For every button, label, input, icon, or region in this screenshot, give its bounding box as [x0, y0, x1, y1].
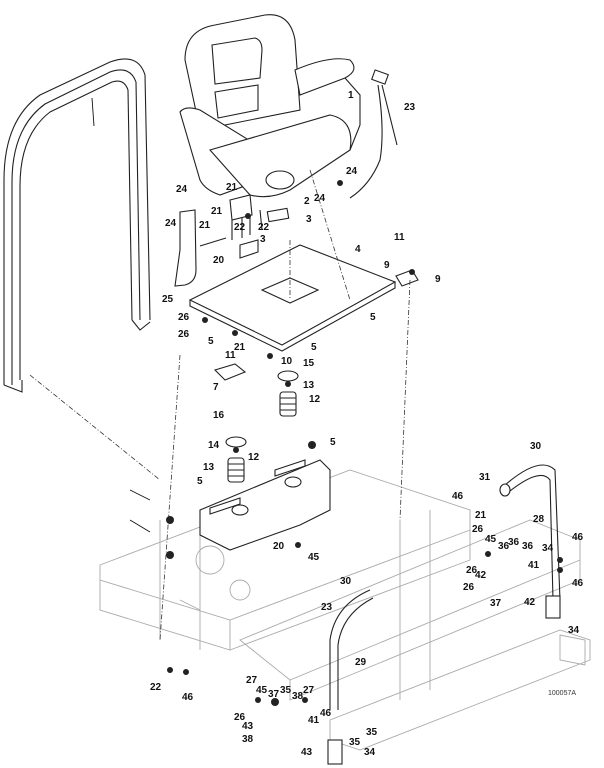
callout-28b: 30: [340, 576, 352, 587]
callout-26b: 26: [472, 524, 484, 535]
callout-5d: 5: [330, 437, 336, 448]
callout-21b: 21: [475, 510, 487, 521]
callout-21c: 22: [150, 682, 162, 693]
callout-24: 24: [314, 193, 326, 204]
callout-6: 7: [213, 382, 219, 393]
callout-7: 9: [435, 274, 441, 285]
figure-reference-number: 100057A: [548, 690, 576, 697]
callout-35b: 41: [308, 715, 320, 726]
callout-17: 21: [199, 220, 211, 231]
callout-35: 41: [528, 560, 540, 571]
callout-9b: 11: [225, 350, 236, 361]
callout-10: 12: [248, 452, 260, 463]
callout-34c: 37: [490, 598, 502, 609]
lap-bar-right: [499, 464, 561, 619]
callout-8b: 10: [281, 356, 293, 367]
springs: [225, 370, 299, 483]
callout-16: 21: [226, 182, 238, 193]
callout-20b: 23: [321, 602, 333, 613]
callout-29: 31: [479, 472, 491, 483]
callout-22b: 24: [176, 184, 188, 195]
callout-39: 46: [182, 692, 194, 703]
callout-31b: 35: [366, 727, 378, 738]
callout-34f: 38: [242, 734, 254, 745]
callout-38: 45: [308, 552, 320, 563]
callout-24b: 25: [162, 294, 174, 305]
callout-31c: 35: [349, 737, 361, 748]
callout-8: 9: [384, 260, 390, 271]
callout-26: 26: [178, 329, 190, 340]
callout-20: 22: [234, 222, 246, 233]
callout-12: 15: [303, 358, 315, 369]
callout-5b: 5: [208, 336, 214, 347]
callout-30: 34: [568, 625, 580, 636]
callout-5: 5: [370, 312, 376, 323]
callout-38c: 46: [572, 578, 584, 589]
callout-11: 12: [309, 394, 321, 405]
callout-21: 21: [234, 342, 246, 353]
callout-13: 13: [303, 380, 315, 391]
callout-3b: 3: [260, 234, 266, 245]
callout-30b: 34: [364, 747, 376, 758]
seat-belt-left: [174, 209, 197, 287]
callout-27: 28: [533, 514, 545, 525]
callout-34e: 38: [292, 691, 304, 702]
callout-26c: 26: [463, 582, 475, 593]
callout-18: 21: [211, 206, 223, 217]
callout-33: 36: [508, 537, 520, 548]
callout-22: 23: [404, 102, 416, 113]
callout-37b: 45: [256, 685, 268, 696]
callout-1: 1: [348, 90, 354, 101]
callout-34d: 37: [268, 689, 280, 700]
seat-mount-pan: [29, 279, 411, 641]
callout-19: 22: [258, 222, 270, 233]
callout-12b: 16: [213, 410, 225, 421]
callout-27b: 29: [355, 657, 367, 668]
callout-25: 26: [178, 312, 190, 323]
seat-plate: [188, 169, 397, 352]
lap-bar-left: [327, 589, 374, 765]
callout-31: 34: [542, 543, 554, 554]
callout-13b: 14: [208, 440, 220, 451]
callout-3: 3: [306, 214, 312, 225]
callout-14: 20: [273, 541, 285, 552]
callout-15: 20: [213, 255, 225, 266]
callout-5e: 5: [197, 476, 203, 487]
callout-40: 46: [452, 491, 464, 502]
callout-37: 45: [485, 534, 497, 545]
hardware-markers: [129, 180, 563, 706]
callout-24d: 26: [234, 712, 246, 723]
callout-38d: 46: [320, 708, 332, 719]
callout-11b: 13: [203, 462, 215, 473]
callout-34b: 36: [522, 541, 534, 552]
callout-24c: 26: [466, 565, 478, 576]
callout-34: 36: [498, 541, 510, 552]
callout-28: 30: [530, 441, 542, 452]
callouts: 1 23 24 24 2 3 3 24 21 21 21 24 22 22 20…: [150, 90, 584, 758]
callout-26d: 27: [246, 675, 258, 686]
callout-2: 2: [304, 196, 310, 207]
callout-36: 42: [475, 570, 487, 581]
callout-5c: 5: [311, 342, 317, 353]
seat-belt-right: [349, 69, 398, 199]
callout-23b: 24: [165, 218, 177, 229]
callout-4: 4: [355, 244, 361, 255]
callout-32: 35: [280, 685, 292, 696]
callout-23: 24: [346, 166, 358, 177]
callout-36d: 43: [301, 747, 313, 758]
callout-36b: 42: [524, 597, 536, 608]
callout-26e: 27: [303, 685, 315, 696]
callout-36c: 43: [242, 721, 254, 732]
roll-bar: [3, 58, 151, 393]
seat: [179, 14, 361, 198]
seat-switch-assembly: [199, 194, 290, 259]
chassis-frame: [99, 469, 591, 751]
callout-38b: 46: [572, 532, 584, 543]
callout-9: 11: [394, 232, 405, 243]
